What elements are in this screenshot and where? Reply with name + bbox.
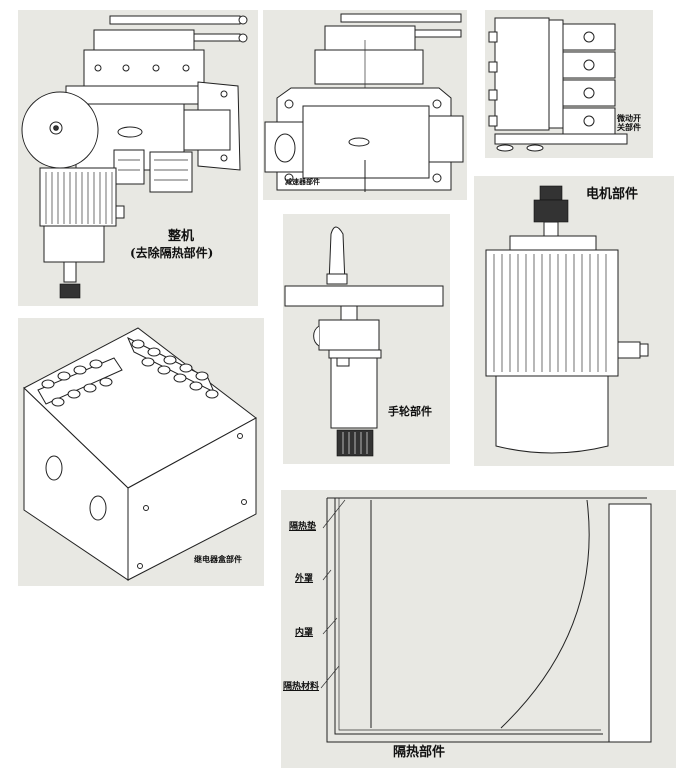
handwheel-label: 手轮部件 bbox=[388, 405, 432, 418]
relay-box-panel: 继电器盒部件 bbox=[18, 318, 264, 586]
terminal-block-right bbox=[127, 336, 219, 399]
reducer-panel: 减速器部件 bbox=[263, 10, 467, 200]
motor-panel: 电机部件 bbox=[474, 176, 674, 466]
callout-insulation-pad: 隔热垫 bbox=[289, 522, 317, 532]
insulation-drawing bbox=[320, 497, 652, 743]
micro-switch-drawing bbox=[488, 17, 628, 152]
relay-box-label: 继电器盒部件 bbox=[194, 554, 242, 564]
whole-machine-panel: 整机 (去除隔热部件) bbox=[18, 10, 258, 306]
whole-machine-title: 整机 bbox=[168, 229, 195, 244]
handwheel-drawing bbox=[284, 226, 444, 457]
whole-machine-subtitle: (去除隔热部件) bbox=[130, 246, 214, 260]
terminal-strip bbox=[113, 149, 193, 193]
callout-outer-cover: 外罩 bbox=[295, 574, 314, 584]
handwheel-panel: 手轮部件 bbox=[283, 214, 450, 464]
relay-box-drawing bbox=[23, 327, 257, 581]
callout-inner-cover: 内罩 bbox=[295, 628, 314, 638]
motor-label: 电机部件 bbox=[586, 187, 639, 202]
insulation-panel: 隔热垫 外罩 内罩 隔热材料 隔热部件 bbox=[281, 490, 676, 768]
motor-drawing bbox=[485, 185, 649, 454]
reducer-label: 减速器部件 bbox=[285, 177, 320, 186]
micro-switch-label: 微动开关部件 bbox=[617, 113, 641, 133]
whole-machine-drawing bbox=[21, 15, 248, 299]
callout-insulation-material: 隔热材料 bbox=[283, 682, 320, 692]
terminal-block-left bbox=[37, 357, 123, 407]
insulation-label: 隔热部件 bbox=[393, 745, 446, 760]
reducer-drawing bbox=[264, 13, 464, 192]
micro-switch-panel: 微动开关部件 bbox=[485, 10, 653, 158]
